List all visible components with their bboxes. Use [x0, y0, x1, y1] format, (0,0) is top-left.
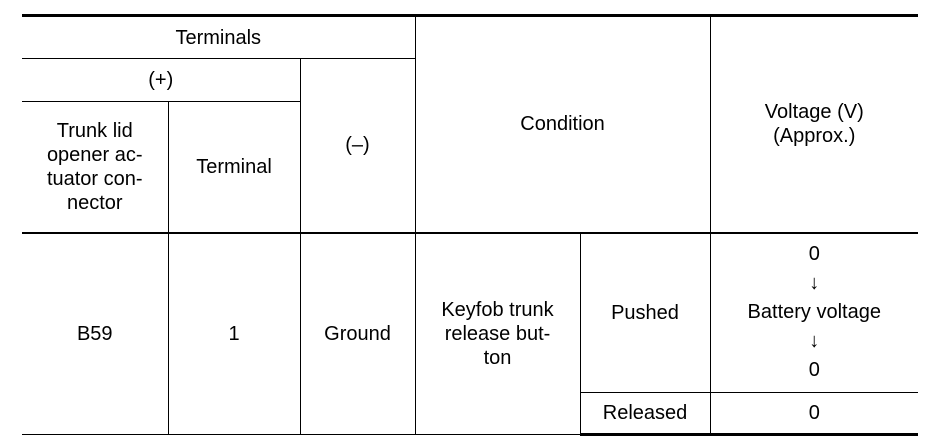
terminal-cell: 1	[167, 231, 301, 435]
condition-line: release but-	[444, 322, 551, 345]
voltage-header-line: Voltage (V)	[764, 101, 864, 124]
terminals-header: Terminals	[22, 14, 416, 59]
voltage-header: Voltage (V) (Approx.)	[709, 14, 919, 233]
ground-cell: Ground	[299, 231, 416, 435]
condition-cell: Keyfob trunk release but- ton	[414, 231, 581, 435]
negative-header: (–)	[299, 58, 416, 233]
voltage-arrow: ↓	[809, 272, 820, 295]
voltage-released-cell: 0	[709, 392, 919, 436]
voltage-pushed-cell: 0 ↓ Battery voltage ↓ 0	[709, 231, 919, 393]
terminal-header: Terminal	[167, 101, 301, 233]
connector-header-line: opener ac-	[46, 143, 143, 166]
condition-line: ton	[483, 346, 512, 369]
voltage-line: 0	[808, 359, 820, 382]
connector-header-line: Trunk lid	[56, 119, 133, 142]
connector-header: Trunk lid opener ac- tuator con- nector	[22, 101, 169, 233]
connector-header-line: nector	[66, 191, 123, 214]
connector-header-line: tuator con-	[46, 167, 143, 190]
state-released-cell: Released	[579, 392, 711, 436]
voltage-line: 0	[808, 243, 820, 266]
positive-header: (+)	[22, 58, 301, 102]
terminal-voltage-table: Terminals Condition Voltage (V) (Approx.…	[22, 14, 919, 436]
voltage-arrow: ↓	[809, 330, 820, 353]
voltage-header-line: (Approx.)	[773, 125, 856, 148]
connector-cell: B59	[22, 231, 169, 435]
state-pushed-cell: Pushed	[579, 231, 711, 393]
condition-line: Keyfob trunk	[441, 298, 554, 321]
condition-header: Condition	[414, 14, 711, 233]
voltage-line: Battery voltage	[747, 301, 881, 324]
